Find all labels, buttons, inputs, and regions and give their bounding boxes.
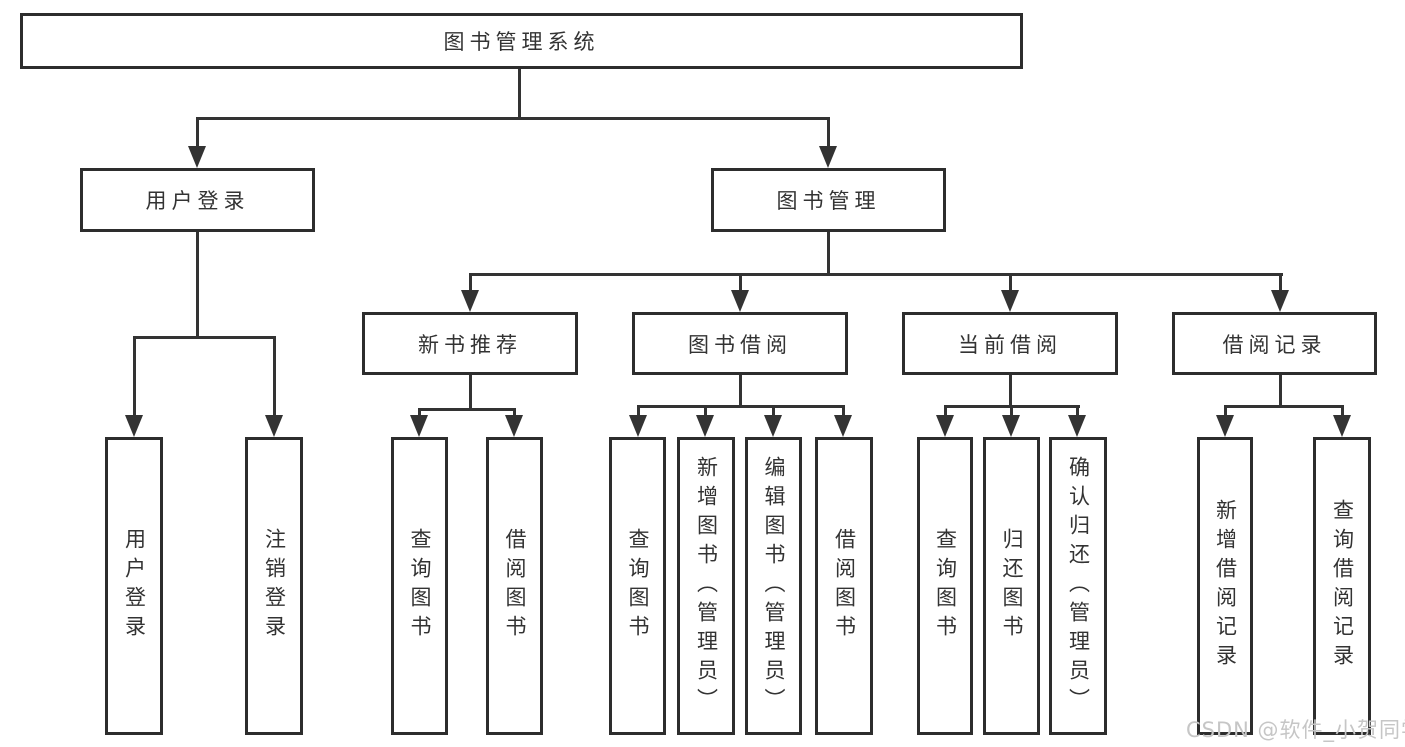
node-user-login-label: 用户登录 (145, 189, 250, 213)
arrow-down-icon (629, 415, 647, 437)
connector-line (1224, 405, 1344, 408)
leaf-current-query-books: 查询图书 (917, 437, 973, 735)
connector-line (1076, 405, 1079, 417)
leaf-borrow-query-books: 查询图书 (609, 437, 666, 735)
leaf-newbook-query-books: 查询图书 (391, 437, 448, 735)
leaf-user-login-label: 用户登录 (122, 528, 147, 644)
connector-line (704, 405, 707, 417)
leaf-edit-book-admin-label: 编辑图书（管理员） (762, 455, 786, 717)
leaf-edit-book-admin: 编辑图书（管理员） (745, 437, 802, 735)
connector-line (1009, 375, 1012, 405)
node-book-borrow-label: 图书借阅 (688, 332, 792, 357)
connector-line (518, 69, 521, 117)
leaf-logout: 注销登录 (245, 437, 303, 735)
connector-line (1009, 273, 1012, 291)
leaf-borrow-borrow-books: 借阅图书 (815, 437, 873, 735)
leaf-add-book-admin: 新增图书（管理员） (677, 437, 735, 735)
connector-line (827, 232, 830, 273)
connector-line (772, 405, 775, 417)
arrow-down-icon (188, 146, 206, 168)
connector-line (273, 336, 276, 416)
arrow-down-icon (819, 146, 837, 168)
arrow-down-icon (125, 415, 143, 437)
connector-line (133, 336, 136, 416)
leaf-query-borrow-record-label: 查询借阅记录 (1330, 499, 1355, 673)
leaf-add-borrow-record: 新增借阅记录 (1197, 437, 1253, 735)
node-book-mgmt-label: 图书管理 (776, 189, 881, 213)
connector-line (513, 408, 516, 417)
leaf-borrow-borrow-books-label: 借阅图书 (832, 528, 857, 644)
arrow-down-icon (1068, 415, 1086, 437)
leaf-newbook-query-books-label: 查询图书 (408, 528, 432, 644)
node-current-borrow: 当前借阅 (902, 312, 1118, 375)
node-book-borrow: 图书借阅 (632, 312, 848, 375)
node-current-borrow-label: 当前借阅 (958, 332, 1062, 357)
connector-line (418, 408, 421, 417)
leaf-add-borrow-record-label: 新增借阅记录 (1213, 499, 1238, 673)
leaf-confirm-return-admin: 确认归还（管理员） (1049, 437, 1107, 735)
connector-line (469, 273, 472, 291)
connector-line (1341, 405, 1344, 417)
arrow-down-icon (461, 290, 479, 312)
arrow-down-icon (1271, 290, 1289, 312)
connector-line (1279, 375, 1282, 405)
connector-line (418, 408, 516, 411)
arrow-down-icon (936, 415, 954, 437)
node-borrow-record-label: 借阅记录 (1222, 332, 1327, 357)
connector-line (944, 405, 947, 417)
node-user-login: 用户登录 (80, 168, 315, 232)
leaf-query-borrow-record: 查询借阅记录 (1313, 437, 1371, 735)
node-new-book-rec-label: 新书推荐 (418, 332, 522, 357)
connector-line (1010, 405, 1013, 417)
arrow-down-icon (731, 290, 749, 312)
node-root: 图书管理系统 (20, 13, 1023, 69)
node-new-book-rec: 新书推荐 (362, 312, 578, 375)
connector-line (637, 405, 640, 417)
arrow-down-icon (834, 415, 852, 437)
node-root-label: 图书管理系统 (443, 30, 600, 54)
arrow-down-icon (265, 415, 283, 437)
connector-line (469, 273, 1283, 276)
arrow-down-icon (410, 415, 428, 437)
node-borrow-record: 借阅记录 (1172, 312, 1377, 375)
connector-line (637, 405, 845, 408)
connector-line (1279, 273, 1282, 291)
leaf-confirm-return-admin-label: 确认归还（管理员） (1066, 455, 1091, 717)
connector-line (842, 405, 845, 417)
arrow-down-icon (696, 415, 714, 437)
connector-line (469, 375, 472, 408)
connector-line (739, 273, 742, 291)
leaf-logout-label: 注销登录 (262, 528, 287, 644)
leaf-current-query-books-label: 查询图书 (933, 528, 958, 644)
arrow-down-icon (1333, 415, 1351, 437)
connector-line (1224, 405, 1227, 417)
leaf-return-books: 归还图书 (983, 437, 1040, 735)
leaf-borrow-query-books-label: 查询图书 (626, 528, 650, 644)
connector-line (133, 336, 276, 339)
leaf-newbook-borrow-books: 借阅图书 (486, 437, 543, 735)
arrow-down-icon (764, 415, 782, 437)
leaf-user-login: 用户登录 (105, 437, 163, 735)
connector-line (739, 375, 742, 405)
leaf-newbook-borrow-books-label: 借阅图书 (503, 528, 527, 644)
arrow-down-icon (1001, 290, 1019, 312)
node-book-mgmt: 图书管理 (711, 168, 946, 232)
arrow-down-icon (505, 415, 523, 437)
connector-line (196, 117, 199, 149)
watermark: CSDN @软件_小贺同学 (1186, 718, 1405, 742)
connector-line (196, 232, 199, 336)
arrow-down-icon (1216, 415, 1234, 437)
leaf-add-book-admin-label: 新增图书（管理员） (694, 455, 719, 717)
connector-line (196, 117, 830, 120)
arrow-down-icon (1002, 415, 1020, 437)
leaf-return-books-label: 归还图书 (1000, 528, 1024, 644)
connector-line (827, 117, 830, 149)
